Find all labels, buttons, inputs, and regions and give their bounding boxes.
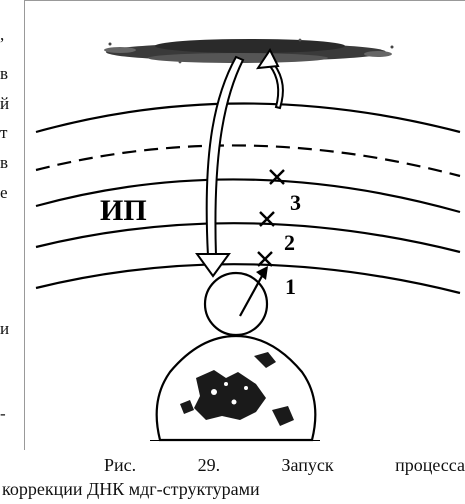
cloud xyxy=(104,38,394,64)
up-arrow xyxy=(255,48,284,110)
text-fragment: е xyxy=(0,183,8,202)
caption-word: процесса xyxy=(395,455,465,475)
object-circle xyxy=(203,266,269,337)
down-arrow xyxy=(195,55,245,278)
field-line-1 xyxy=(35,102,461,134)
text-fragment: - xyxy=(0,404,6,423)
field-line-5 xyxy=(35,263,461,295)
text-fragment: в xyxy=(0,64,9,83)
text-fragment: и xyxy=(0,319,10,338)
marker-2-label: 2 xyxy=(284,230,295,255)
field-region-label: ИП xyxy=(100,194,147,227)
field-layers xyxy=(35,102,461,295)
caption-word: 29. xyxy=(197,455,221,475)
markers xyxy=(257,169,285,267)
marker-3-cross xyxy=(269,169,285,185)
text-fragment: , xyxy=(0,25,5,44)
marker-3-label: 3 xyxy=(290,190,301,215)
marker-2-cross xyxy=(259,211,275,227)
text-fragment: в xyxy=(0,153,9,172)
caption-word: Запуск xyxy=(281,455,334,475)
field-line-4 xyxy=(35,222,461,254)
planet xyxy=(150,334,320,442)
caption-word: Рис. xyxy=(104,455,137,475)
marker-1-cross xyxy=(257,251,273,267)
text-fragment: й xyxy=(0,94,10,113)
field-line-2 xyxy=(35,144,461,178)
field-line-3 xyxy=(35,178,461,214)
marker-1-label: 1 xyxy=(285,274,296,299)
text-fragment: т xyxy=(0,123,8,142)
figure-caption-line-1: Рис. 29. Запуск процесса xyxy=(104,456,465,474)
figure-caption-line-2: коррекции ДНК мдг-структурами xyxy=(2,479,260,499)
